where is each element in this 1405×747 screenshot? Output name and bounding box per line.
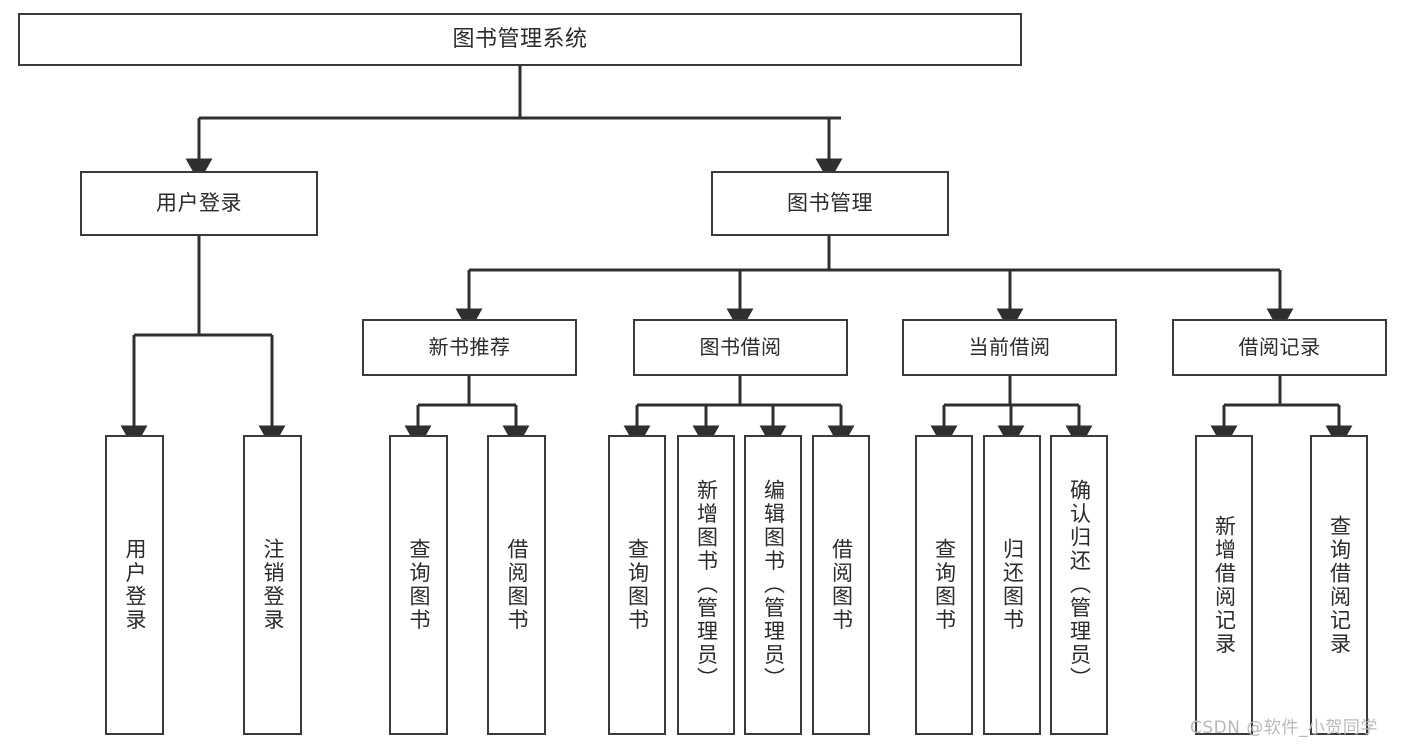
node-label: 新增借阅记录 (1212, 514, 1237, 656)
node-book-management[interactable]: 图书管理 (711, 171, 949, 236)
leaf-book-borrow-query-books[interactable]: 查询图书 (608, 435, 666, 735)
leaf-book-borrow-borrow-books[interactable]: 借阅图书 (812, 435, 870, 735)
node-label: 用户登录 (156, 191, 242, 216)
node-label: 用户登录 (123, 538, 147, 632)
node-label: 图书管理系统 (452, 26, 588, 52)
leaf-user-login-logout[interactable]: 注销登录 (243, 435, 302, 735)
node-label: 借阅图书 (505, 538, 529, 632)
node-label: 查询图书 (932, 538, 957, 632)
leaf-current-borrow-confirm-return-admin[interactable]: 确认归还（管理员） (1050, 435, 1108, 735)
node-book-borrow[interactable]: 图书借阅 (633, 319, 848, 376)
node-label: 归还图书 (1000, 538, 1025, 632)
node-label: 图书管理 (787, 191, 873, 216)
leaf-user-login-login[interactable]: 用户登录 (105, 435, 164, 735)
node-book-management-system[interactable]: 图书管理系统 (18, 13, 1022, 66)
leaf-new-book-borrow-books[interactable]: 借阅图书 (487, 435, 546, 735)
leaf-current-borrow-query-books[interactable]: 查询图书 (915, 435, 973, 735)
node-new-book-recommend[interactable]: 新书推荐 (362, 319, 577, 376)
node-label: 借阅图书 (829, 538, 854, 632)
leaf-new-book-query-books[interactable]: 查询图书 (389, 435, 448, 735)
node-label: 图书借阅 (699, 334, 782, 359)
leaf-book-borrow-add-book-admin[interactable]: 新增图书（管理员） (677, 435, 735, 735)
node-label: 查询图书 (407, 538, 431, 632)
leaf-borrow-record-add-record[interactable]: 新增借阅记录 (1195, 435, 1253, 735)
csdn-watermark: CSDN @软件_小贺同学 (1190, 718, 1378, 738)
node-label: 新增图书（管理员） (694, 479, 719, 691)
node-borrow-record[interactable]: 借阅记录 (1172, 319, 1387, 376)
node-label: 查询图书 (625, 538, 650, 632)
leaf-book-borrow-edit-book-admin[interactable]: 编辑图书（管理员） (744, 435, 802, 735)
node-label: 查询借阅记录 (1327, 514, 1352, 656)
leaf-borrow-record-query-record[interactable]: 查询借阅记录 (1310, 435, 1368, 735)
node-current-borrow[interactable]: 当前借阅 (902, 319, 1117, 376)
leaf-current-borrow-return-books[interactable]: 归还图书 (983, 435, 1041, 735)
node-label: 编辑图书（管理员） (761, 479, 786, 691)
node-label: 当前借阅 (968, 334, 1051, 359)
node-label: 新书推荐 (428, 334, 511, 359)
node-user-login[interactable]: 用户登录 (80, 171, 318, 236)
node-label: 借阅记录 (1238, 334, 1321, 359)
node-label: 确认归还（管理员） (1067, 479, 1092, 691)
node-label: 注销登录 (261, 538, 285, 632)
